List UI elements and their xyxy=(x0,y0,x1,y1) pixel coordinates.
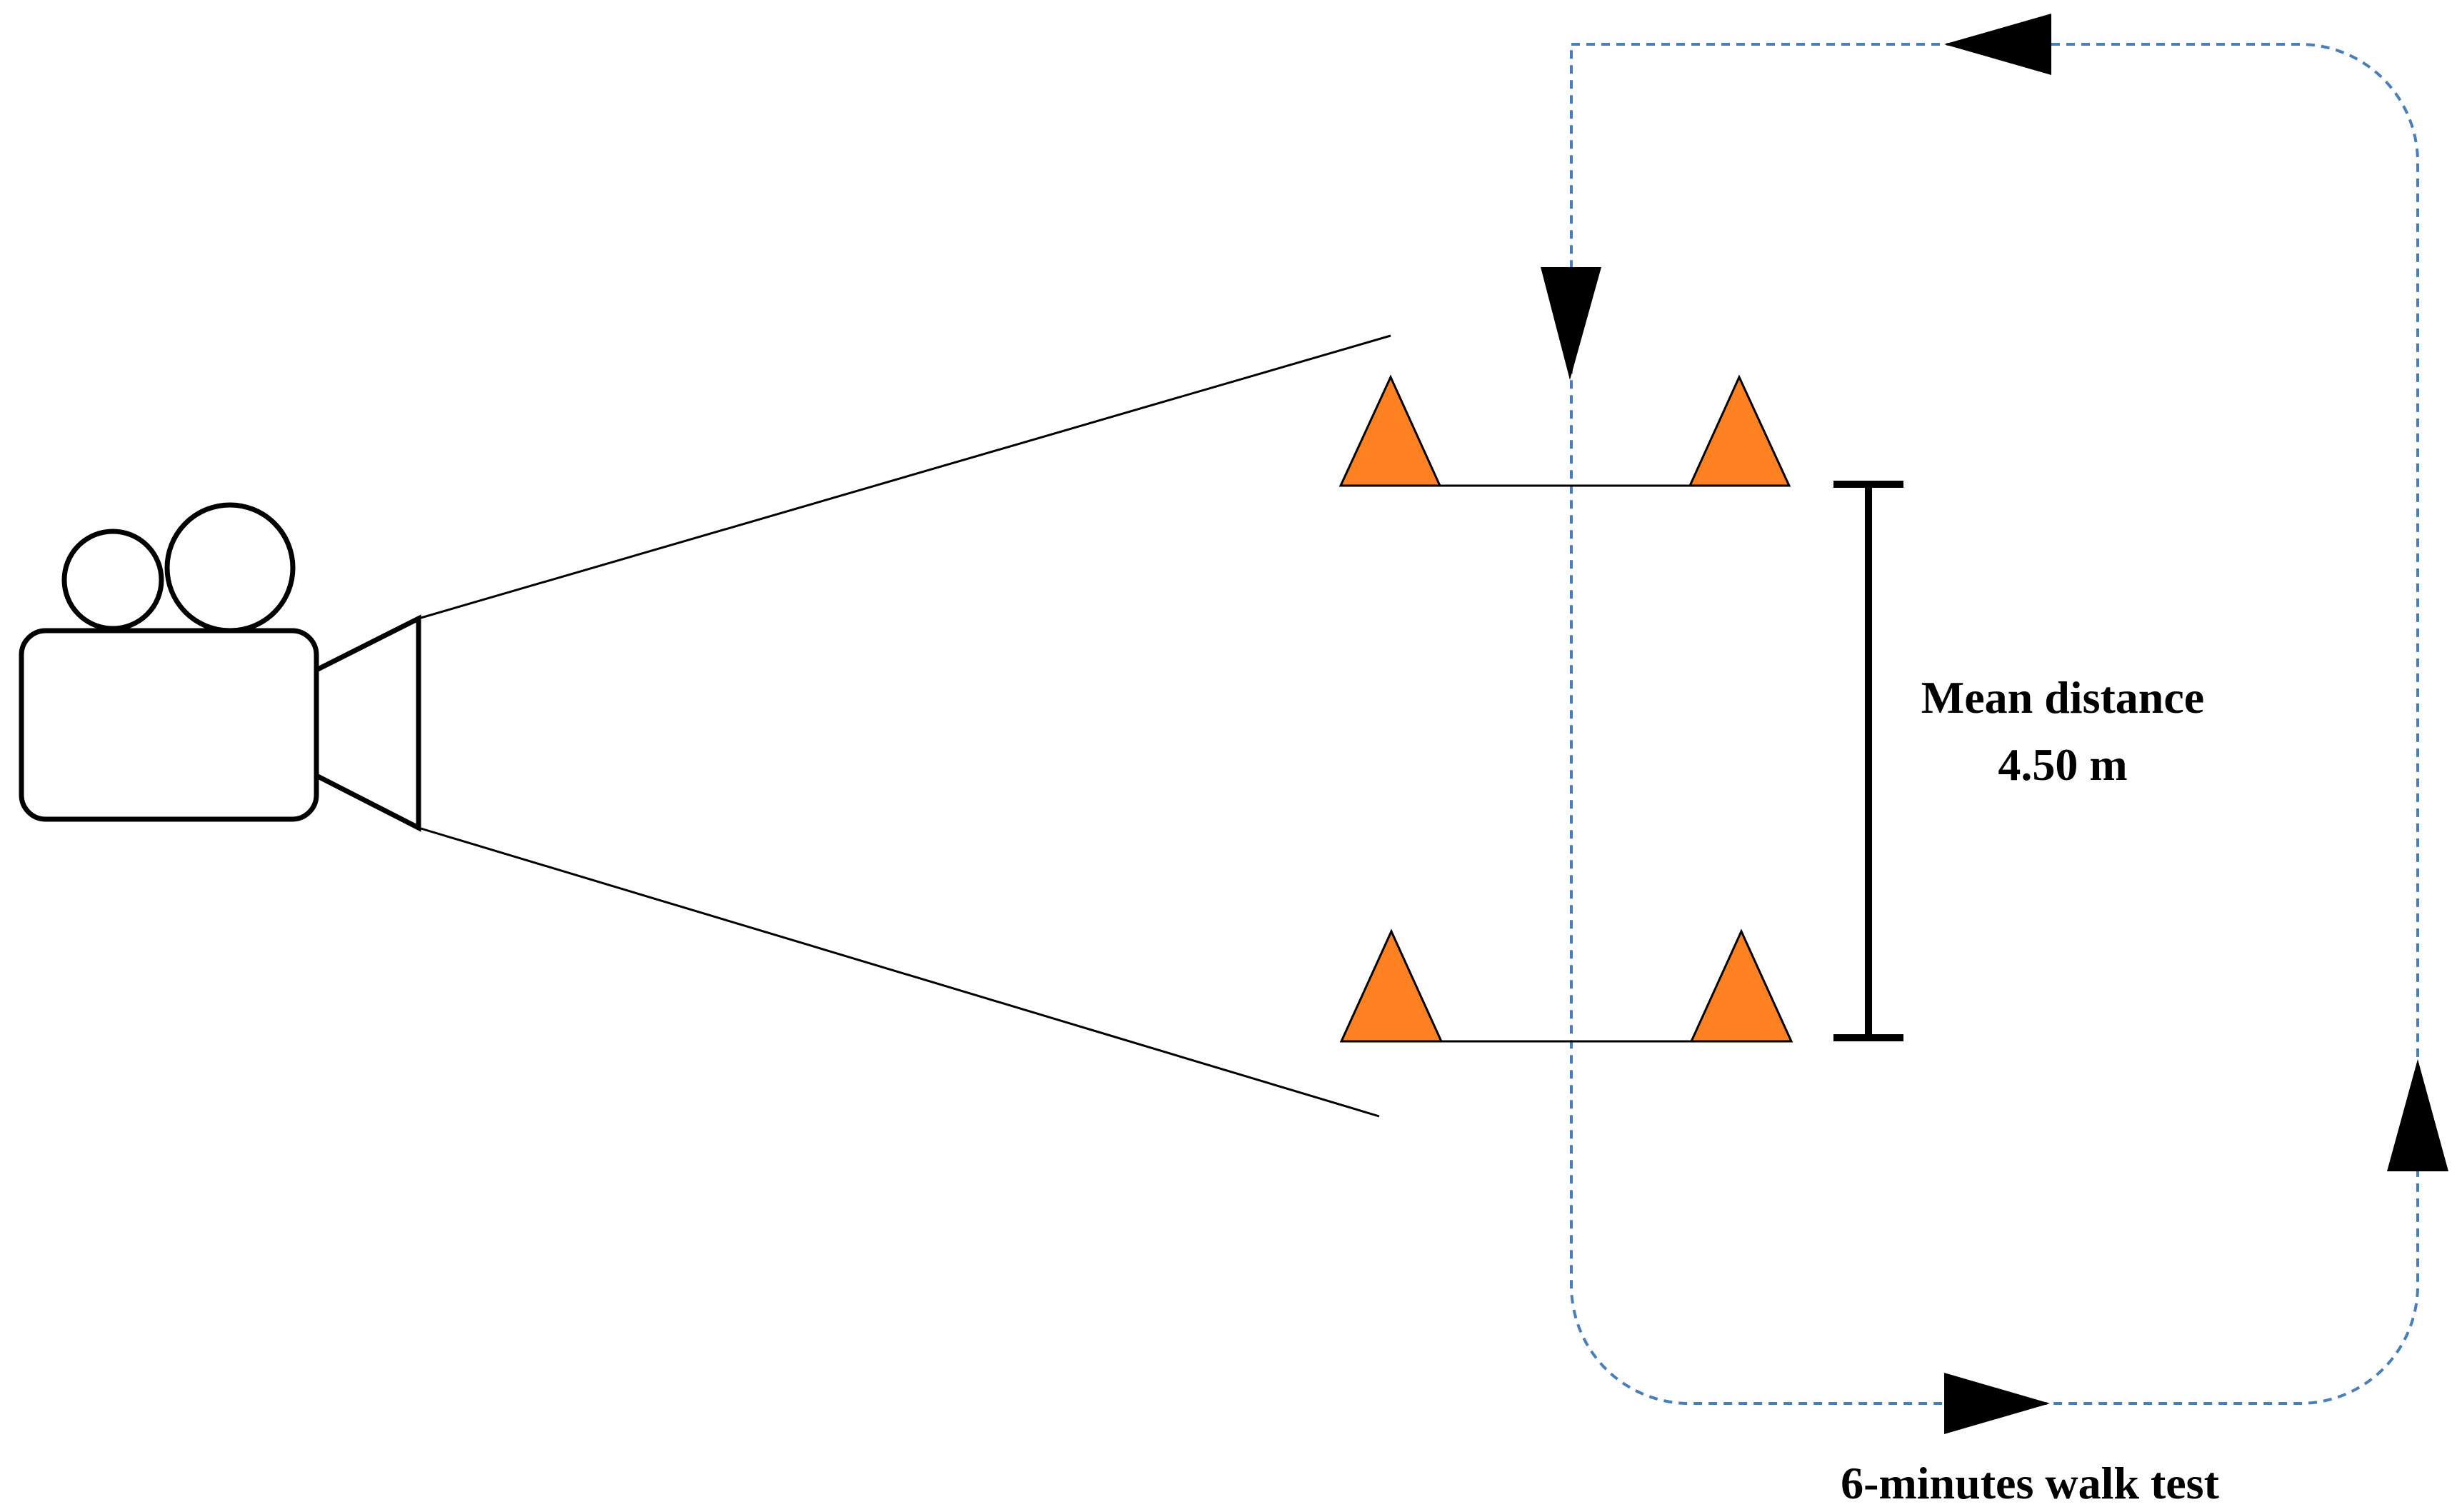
mean-distance-label: Mean distance xyxy=(1921,672,2204,723)
camera-reel-large xyxy=(164,502,296,634)
traffic-cones xyxy=(1338,374,1793,1043)
cone-gate-lines xyxy=(1341,484,1789,1043)
video-camera-icon xyxy=(19,502,421,832)
walk-test-label: 6-minutes walk test xyxy=(1841,1458,2219,1508)
mean-distance-value: 4.50 m xyxy=(1998,739,2127,790)
direction-arrowhead-down xyxy=(1541,267,1601,380)
direction-arrowhead-bottom-right xyxy=(1944,1373,2050,1434)
walking-path-loop xyxy=(1570,43,2419,1405)
camera-field-of-view xyxy=(418,334,1391,1118)
traffic-cone-icon xyxy=(1339,928,1443,1043)
camera-reel-small xyxy=(61,529,164,631)
camera-body xyxy=(19,628,319,822)
camera-lens xyxy=(314,614,421,832)
direction-arrowhead-up xyxy=(2387,1059,2448,1171)
field-of-view-lower-line xyxy=(418,826,1380,1118)
distance-dimension-bar xyxy=(1833,481,1903,1041)
traffic-cone-icon xyxy=(1338,374,1442,487)
direction-arrowhead-top-left xyxy=(1944,14,2051,75)
field-of-view-upper-line xyxy=(418,334,1391,620)
direction-arrows xyxy=(1541,14,2448,1434)
traffic-cone-icon xyxy=(1689,928,1793,1043)
traffic-cone-icon xyxy=(1688,374,1791,487)
